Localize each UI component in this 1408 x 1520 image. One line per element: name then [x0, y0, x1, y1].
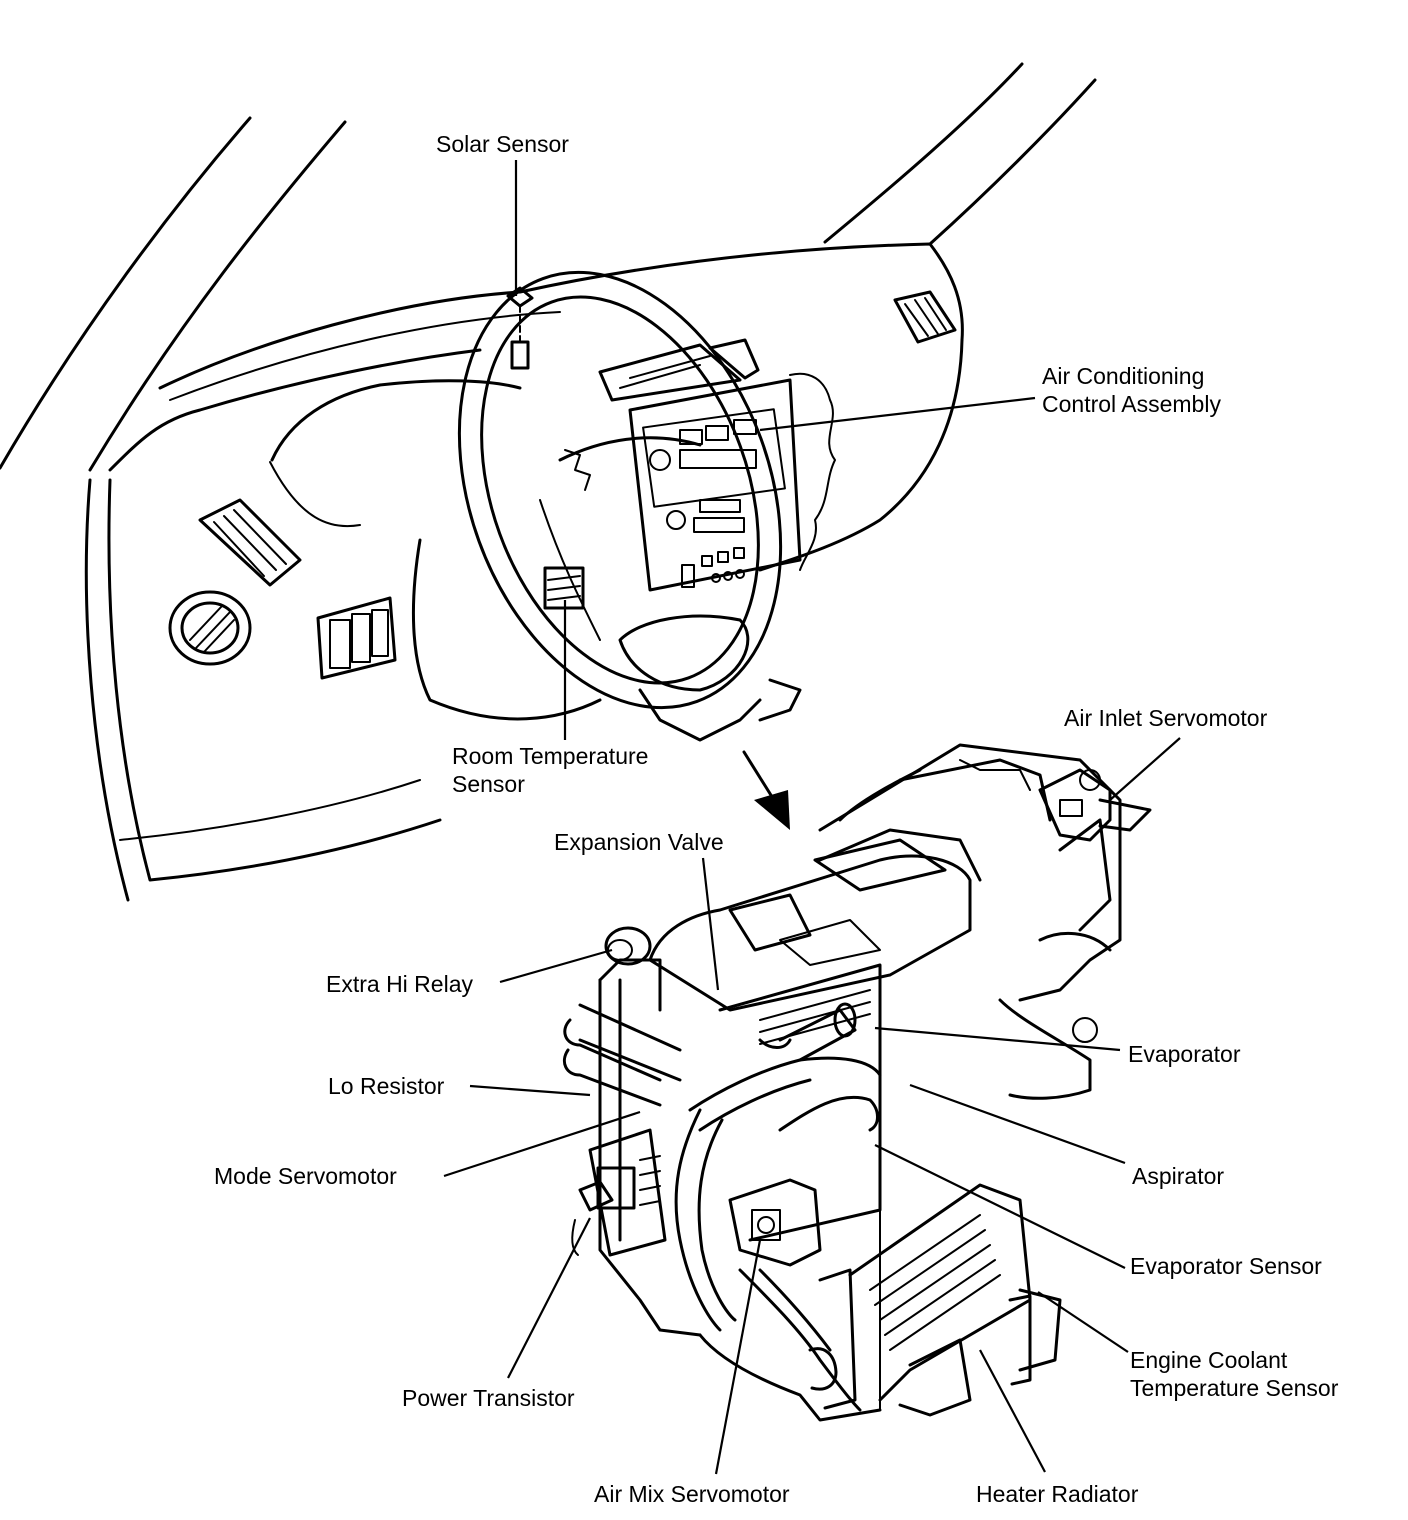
- label-ac-control-line2: Control Assembly: [1042, 391, 1221, 417]
- label-ac-control-line1: Air Conditioning: [1042, 363, 1204, 389]
- label-expansion-valve: Expansion Valve: [554, 829, 724, 855]
- label-room-temp-line2: Sensor: [452, 771, 525, 797]
- label-evaporator: Evaporator: [1128, 1041, 1241, 1067]
- label-air-mix-servomotor: Air Mix Servomotor: [594, 1481, 790, 1507]
- label-engine-coolant-line2: Temperature Sensor: [1130, 1375, 1339, 1401]
- leader-lines: [443, 160, 1181, 1475]
- label-air-inlet-servomotor: Air Inlet Servomotor: [1064, 705, 1268, 731]
- label-engine-coolant-line1: Engine Coolant: [1130, 1347, 1288, 1373]
- component-labels: Solar Sensor Air Conditioning Control As…: [214, 131, 1339, 1507]
- label-mode-servomotor: Mode Servomotor: [214, 1163, 397, 1189]
- hvac-unit-drawing: [563, 743, 1152, 1422]
- down-arrow-icon: [742, 750, 790, 830]
- label-aspirator: Aspirator: [1132, 1163, 1224, 1189]
- label-extra-hi-relay: Extra Hi Relay: [326, 971, 473, 997]
- label-room-temp-line1: Room Temperature: [452, 743, 648, 769]
- label-evaporator-sensor: Evaporator Sensor: [1130, 1253, 1322, 1279]
- label-solar-sensor: Solar Sensor: [436, 131, 569, 157]
- label-heater-radiator: Heater Radiator: [976, 1481, 1139, 1507]
- label-lo-resistor: Lo Resistor: [328, 1073, 445, 1099]
- dashboard-drawing: [0, 62, 1097, 902]
- label-power-transistor: Power Transistor: [402, 1385, 575, 1411]
